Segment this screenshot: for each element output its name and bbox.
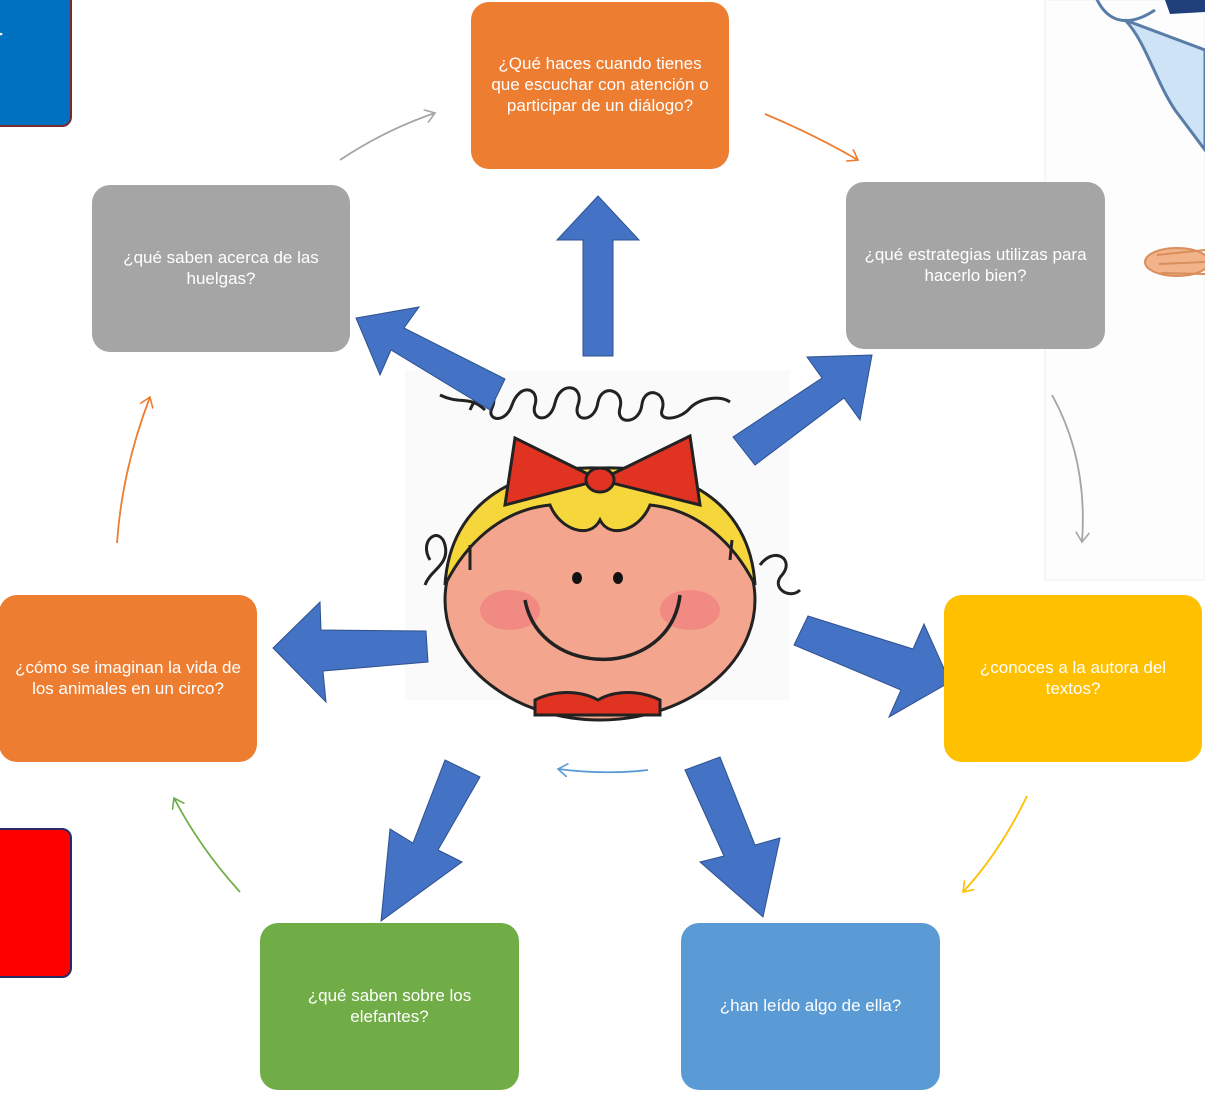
block-arrow-up-left [355,306,506,411]
connector-bottomright-to-bottomleft [558,769,649,772]
node-right: ¿conoces a la autora del textos? [944,595,1202,762]
node-top-left-text: ¿qué saben acerca de las huelgas? [123,247,319,288]
connector-topright-to-right [1051,394,1083,542]
connector-right-to-bottomright [963,795,1028,892]
node-top-right-text: ¿qué estrategias utilizas para hacerlo b… [864,244,1087,285]
node-bottom-right-text: ¿han leído algo de ella? [719,996,902,1016]
node-top: ¿Qué haces cuando tienes que escuchar co… [471,2,729,169]
node-left: ¿cómo se imaginan la vida de los animale… [0,595,257,762]
corner-blue-box: a [0,0,72,127]
block-arrow-up-right [732,354,873,466]
block-arrow-down-right [684,756,781,918]
corner-red-box: s [0,828,72,978]
block-arrow-down-left [380,759,481,923]
node-bottom-left: ¿qué saben sobre los elefantes? [260,923,519,1090]
block-arrow-left [272,600,429,704]
node-left-text: ¿cómo se imaginan la vida de los animale… [15,657,241,698]
connector-topleft-to-top [339,113,435,161]
node-top-right: ¿qué estrategias utilizas para hacerlo b… [846,182,1105,349]
node-top-text: ¿Qué haces cuando tienes que escuchar co… [491,54,709,115]
cartoon-girl-face-icon [405,370,802,722]
block-arrow-up [555,195,641,357]
node-top-left: ¿qué saben acerca de las huelgas? [92,185,350,352]
corner-blue-text: a [0,0,2,45]
node-bottom-right: ¿han leído algo de ella? [681,923,940,1090]
connector-left-to-topleft [116,397,150,544]
connector-top-to-topright [764,113,858,160]
block-arrow-right [793,615,951,719]
node-right-text: ¿conoces a la autora del textos? [979,657,1167,698]
connector-bottomleft-to-left [174,798,241,893]
node-bottom-left-text: ¿qué saben sobre los elefantes? [307,985,472,1026]
